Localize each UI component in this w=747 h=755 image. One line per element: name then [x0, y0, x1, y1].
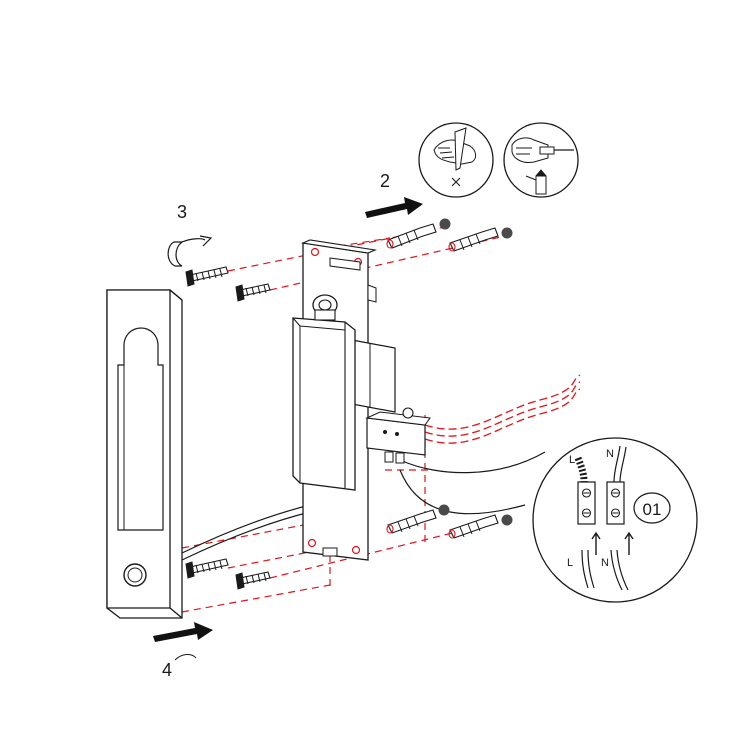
guide-line-plate-bottom-left — [181, 584, 331, 613]
screw-top-left — [185, 266, 229, 287]
live-wire-in — [574, 456, 588, 483]
push-button — [123, 563, 147, 587]
terminal-neutral — [606, 481, 625, 525]
plate-hole-bottom-left — [307, 538, 317, 548]
screw-top-right — [235, 283, 271, 302]
drill-hole-top-right — [501, 227, 513, 239]
transformer-module — [292, 284, 431, 491]
rotate-cover-icon — [167, 235, 213, 267]
step-4-swoosh — [174, 654, 197, 661]
insert-arrow-live — [591, 531, 601, 555]
screw-bottom-right — [235, 571, 271, 590]
insert-arrow-neutral — [624, 531, 634, 555]
drill-hole-bottom-left — [438, 504, 450, 516]
screw-bottom-left — [185, 558, 229, 579]
wall-plug-bottom-left — [386, 509, 437, 534]
callout-line-top — [399, 451, 546, 474]
wire-label-live-top: L — [569, 454, 575, 466]
drill-hole-top-left — [439, 218, 451, 230]
screwdriver-icon — [503, 122, 579, 198]
wire-label-neutral-top: N — [606, 448, 614, 460]
step-3-label: 3 — [177, 202, 187, 222]
step-2-arrow — [365, 197, 423, 218]
plate-hole-top-left — [310, 247, 320, 257]
terminal-badge — [633, 492, 671, 524]
wire-label-live-bottom: L — [567, 557, 573, 569]
wiring-detail — [532, 437, 698, 603]
callout-line-bottom — [399, 469, 526, 515]
terminal-badge-label: 01 — [643, 500, 662, 519]
label-window — [117, 327, 164, 531]
wall-plug-top-left — [386, 223, 437, 249]
step-4-label: 4 — [162, 660, 172, 680]
plate-hole-bottom-right — [351, 545, 361, 555]
mark-and-drill-icon — [418, 122, 494, 198]
wall-plug-top-right — [448, 227, 499, 252]
guide-line-bottom-right — [269, 519, 506, 579]
cover-plate — [106, 289, 183, 619]
drill-hole-bottom-right — [501, 514, 513, 526]
wire-label-neutral-bottom: N — [601, 557, 609, 569]
step-4-arrow — [153, 622, 213, 642]
wall-plug-bottom-right — [448, 514, 499, 539]
mains-cable — [424, 374, 581, 444]
step-2-label: 2 — [380, 171, 390, 191]
terminal-live — [577, 481, 596, 525]
